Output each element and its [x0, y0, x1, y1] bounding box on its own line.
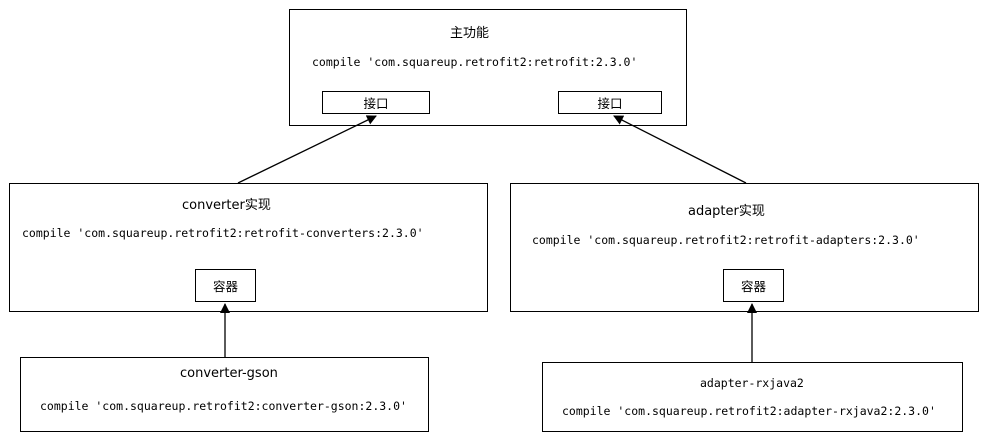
adapter-rxjava2-title: adapter-rxjava2: [700, 376, 804, 390]
converter-gson-box: [20, 357, 429, 432]
converter-container: 容器: [195, 269, 256, 302]
arrow-converter-to-interface: [237, 115, 377, 184]
adapter-impl-box: [510, 183, 979, 312]
converter-gson-title: converter-gson: [180, 366, 278, 381]
adapter-impl-code: compile 'com.squareup.retrofit2:retrofit…: [532, 233, 920, 247]
converter-impl-code: compile 'com.squareup.retrofit2:retrofit…: [22, 226, 424, 240]
adapter-rxjava2-box: [542, 362, 963, 432]
adapter-container: 容器: [723, 269, 784, 302]
main-module-title: 主功能: [450, 26, 490, 41]
adapter-rxjava2-code: compile 'com.squareup.retrofit2:adapter-…: [562, 404, 936, 418]
main-module-code: compile 'com.squareup.retrofit2:retrofit…: [312, 55, 638, 69]
adapter-impl-title: adapter实现: [688, 204, 765, 219]
converter-impl-title: converter实现: [182, 198, 271, 213]
main-interface-left: 接口: [322, 91, 430, 114]
main-interface-right: 接口: [558, 91, 662, 114]
arrow-adapter-to-interface: [613, 115, 747, 184]
converter-gson-code: compile 'com.squareup.retrofit2:converte…: [40, 399, 407, 413]
